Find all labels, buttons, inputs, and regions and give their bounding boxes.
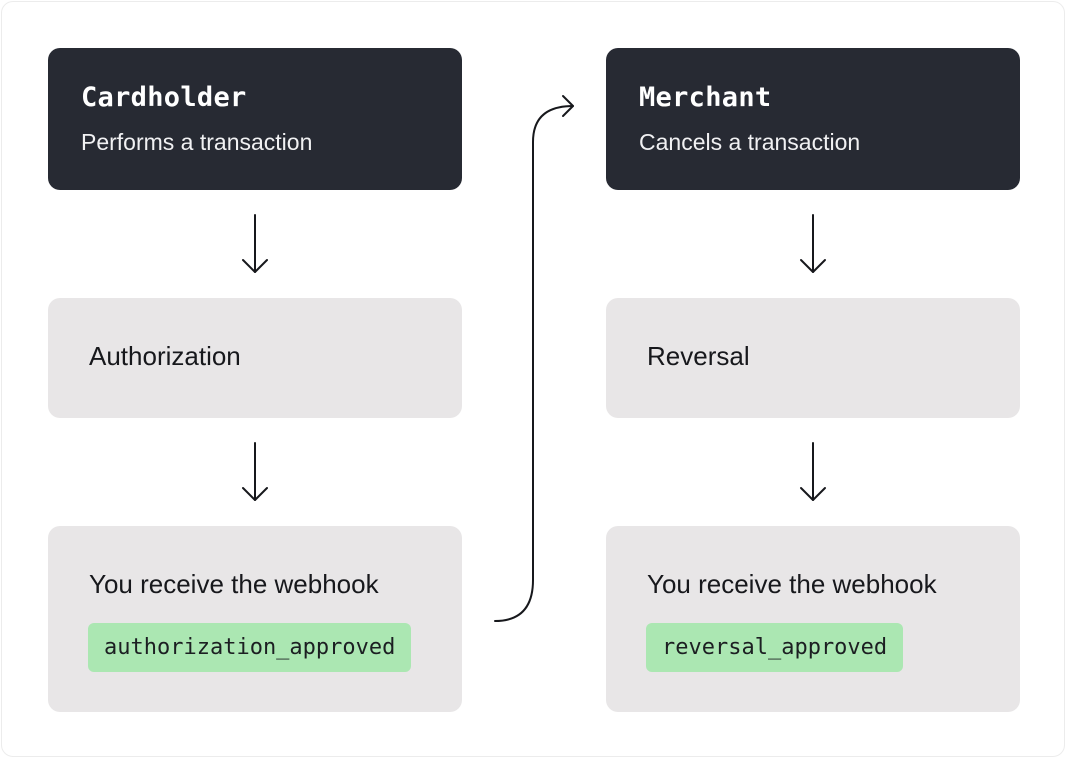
reversal-label: Reversal [647, 341, 750, 371]
merchant-box: Merchant Cancels a transaction [606, 48, 1020, 190]
reversal-approved-chip: reversal_approved [646, 623, 904, 672]
authorization-approved-chip: authorization_approved [88, 623, 412, 672]
cardholder-title: Cardholder [81, 82, 247, 113]
merchant-title: Merchant [639, 82, 772, 113]
authorization-label: Authorization [89, 341, 241, 371]
reversal-webhook-box: You receive the webhook reversal_approve… [606, 526, 1020, 712]
authorization-webhook-label: You receive the webhook [89, 569, 379, 599]
authorization-box: Authorization [48, 298, 462, 418]
authorization-webhook-box: You receive the webhook authorization_ap… [48, 526, 462, 712]
merchant-subtitle: Cancels a transaction [639, 129, 861, 155]
cardholder-subtitle: Performs a transaction [81, 129, 313, 155]
cardholder-box: Cardholder Performs a transaction [48, 48, 462, 190]
reversal-box: Reversal [606, 298, 1020, 418]
reversal-webhook-label: You receive the webhook [647, 569, 937, 599]
